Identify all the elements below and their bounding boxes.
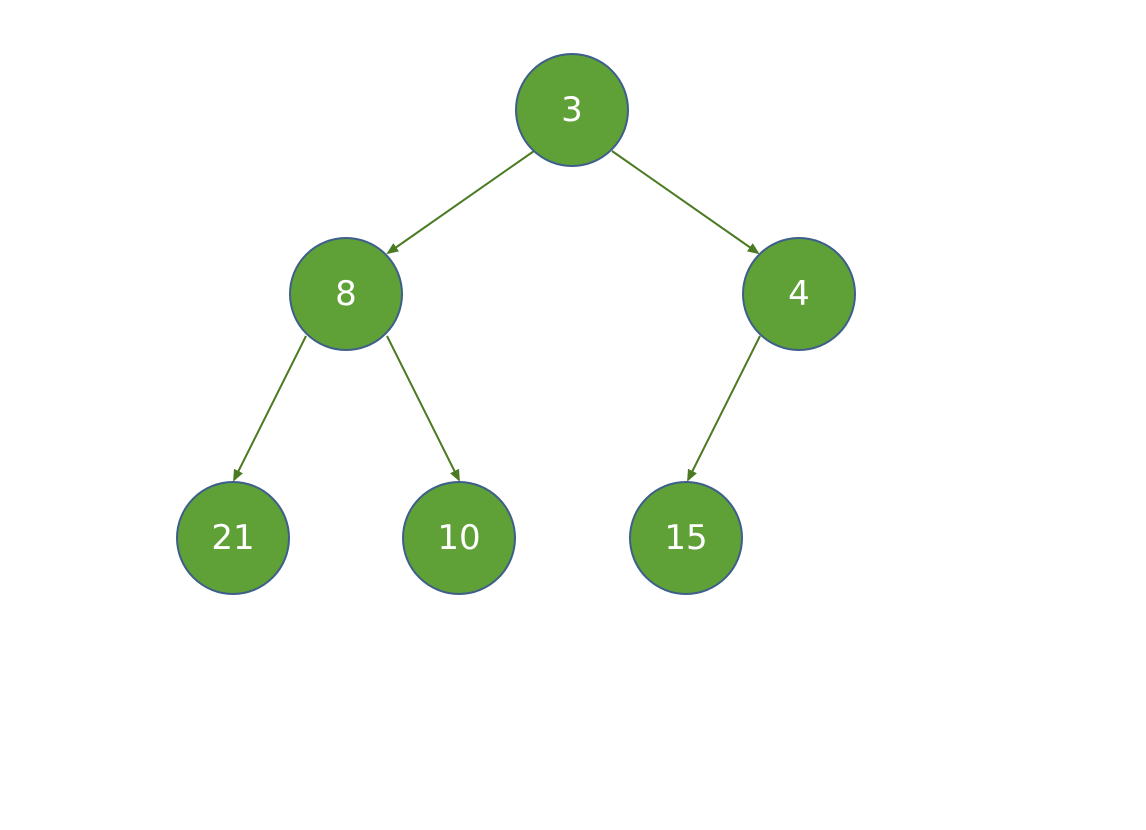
node-label: 4 xyxy=(788,274,810,314)
node-circle xyxy=(629,481,743,595)
edge-3-to-4 xyxy=(611,150,760,255)
node-circle xyxy=(742,237,856,351)
tree-node-21: 21 xyxy=(176,481,290,595)
edge-8-to-21 xyxy=(233,335,307,482)
tree-node-10: 10 xyxy=(402,481,516,595)
node-label: 21 xyxy=(211,518,254,558)
edges-group xyxy=(233,150,761,482)
node-label: 10 xyxy=(437,518,480,558)
node-label: 15 xyxy=(664,518,707,558)
tree-node-4: 4 xyxy=(742,237,856,351)
edge-8-to-10 xyxy=(386,335,460,482)
node-label: 3 xyxy=(561,90,583,130)
node-circle xyxy=(515,53,629,167)
tree-node-8: 8 xyxy=(289,237,403,351)
tree-node-15: 15 xyxy=(629,481,743,595)
edge-3-to-8 xyxy=(386,150,535,255)
node-circle xyxy=(289,237,403,351)
tree-node-3: 3 xyxy=(515,53,629,167)
node-circle xyxy=(176,481,290,595)
node-label: 8 xyxy=(335,274,357,314)
node-circle xyxy=(402,481,516,595)
edge-4-to-15 xyxy=(687,335,761,482)
